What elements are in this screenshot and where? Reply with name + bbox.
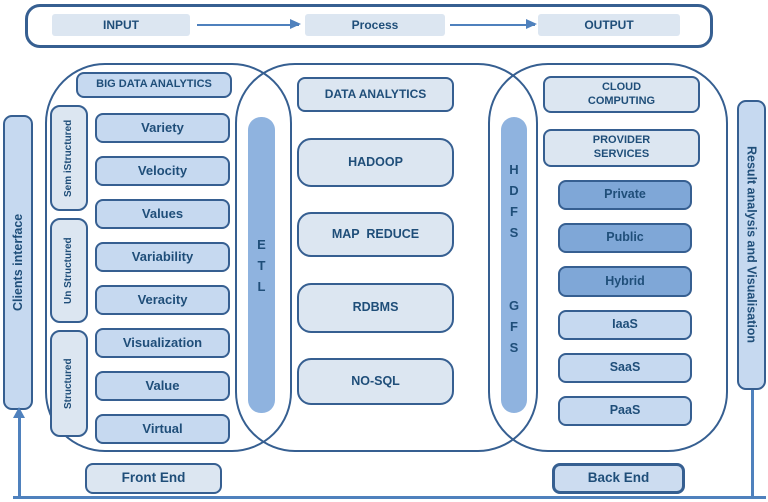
v-item-velocity: Velocity: [95, 156, 230, 186]
v-item-variety: Variety: [95, 113, 230, 143]
arrow-right-icon: [450, 19, 537, 29]
data-analytics-box: DATA ANALYTICS: [297, 77, 454, 112]
cloud-container: [488, 63, 728, 452]
hadoop-box: HADOOP: [297, 138, 454, 187]
cloud-item-private: Private: [558, 180, 692, 210]
v-item-visualization: Visualization: [95, 328, 230, 358]
output-label: OUTPUT: [584, 17, 634, 32]
group-structured: Structured: [50, 330, 88, 437]
map-reduce-box: MAP REDUCE: [297, 212, 454, 257]
no-sql-box: NO-SQL: [297, 358, 454, 405]
rdbms-box: RDBMS: [297, 283, 454, 333]
feedback-line-right: [751, 390, 754, 498]
input-label: INPUT: [103, 17, 139, 32]
arrow-right-icon: [197, 19, 301, 29]
v-item-value: Value: [95, 371, 230, 401]
output-box: OUTPUT: [538, 14, 680, 36]
big-data-container: [45, 63, 292, 452]
front-end-box: Front End: [85, 463, 222, 494]
v-item-virtual: Virtual: [95, 414, 230, 444]
process-label: Process: [351, 17, 399, 32]
etl-bar: E T L: [248, 117, 275, 413]
cloud-item-hybrid: Hybrid: [558, 266, 692, 297]
cloud-computing-title: CLOUD COMPUTING: [543, 76, 700, 113]
hdfs-gfs-bar: H D F S G F S: [501, 117, 527, 413]
v-item-veracity: Veracity: [95, 285, 230, 315]
cloud-item-iaas: IaaS: [558, 310, 692, 340]
v-item-variability: Variability: [95, 242, 230, 272]
arrow-up-icon: [13, 407, 25, 418]
result-analysis-label: Result analysis and Visualisation: [744, 146, 759, 344]
big-data-analytics-title: BIG DATA ANALYTICS: [76, 72, 232, 98]
flow-banner: [25, 4, 713, 48]
cloud-item-paas: PaaS: [558, 396, 692, 426]
hdfs-label: H D F S: [509, 162, 519, 240]
group-semi-structured: Sem iStructured: [50, 105, 88, 211]
process-box: Process: [305, 14, 445, 36]
v-item-values: Values: [95, 199, 230, 229]
etl-label: E T L: [257, 236, 266, 294]
feedback-line-bottom: [13, 496, 766, 499]
gfs-label: G F S: [508, 298, 520, 355]
processing-container: [235, 63, 538, 452]
clients-interface-bar: Clients interface: [3, 115, 33, 410]
cloud-item-public: Public: [558, 223, 692, 253]
back-end-box: Back End: [552, 463, 685, 494]
input-box: INPUT: [52, 14, 190, 36]
group-un-structured: Un Structured: [50, 218, 88, 323]
cloud-item-saas: SaaS: [558, 353, 692, 383]
provider-services-title: PROVIDER SERVICES: [543, 129, 700, 167]
feedback-line-left: [18, 417, 21, 497]
clients-interface-label: Clients interface: [11, 213, 25, 312]
result-analysis-bar: Result analysis and Visualisation: [737, 100, 766, 390]
